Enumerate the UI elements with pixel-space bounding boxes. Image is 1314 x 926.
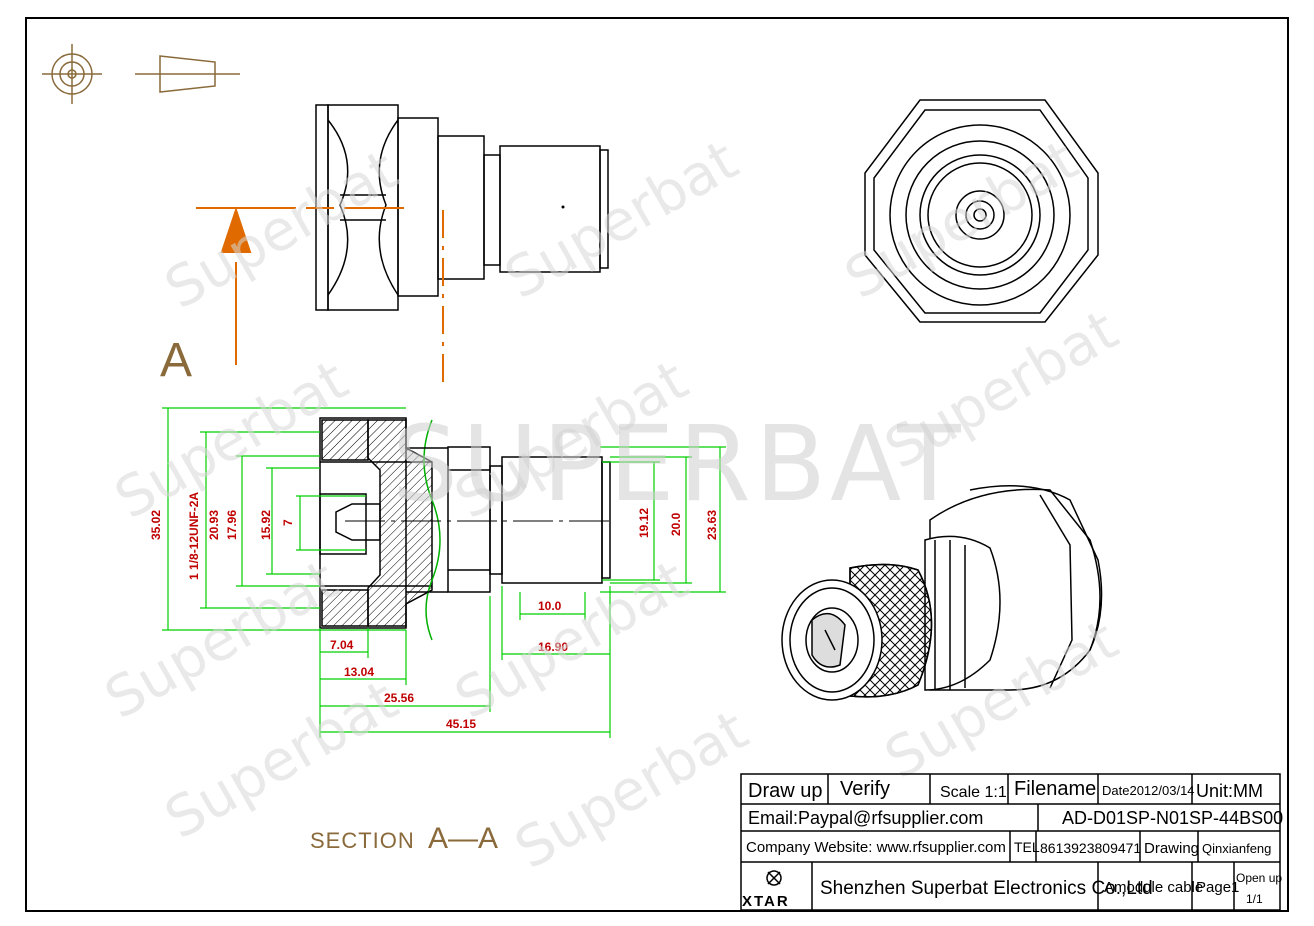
svg-text:SUPERBAT: SUPERBAT bbox=[392, 403, 965, 525]
svg-text:Superbat: Superbat bbox=[445, 548, 699, 732]
dimension-lines bbox=[162, 407, 726, 738]
section-marker-letter: A bbox=[160, 334, 192, 387]
tb-open-up: Open up bbox=[1236, 871, 1282, 885]
tb-drawing-label: Drawing bbox=[1144, 840, 1199, 857]
dim-d6: 7 bbox=[281, 519, 295, 526]
dim-d12: 16.90 bbox=[538, 640, 568, 654]
dim-d9: 23.63 bbox=[705, 510, 719, 540]
tb-scale: Scale 1:1 bbox=[940, 784, 1007, 801]
front-view bbox=[864, 99, 1099, 323]
dim-d4: 17.96 bbox=[225, 510, 239, 540]
svg-text:Superbat: Superbat bbox=[155, 668, 409, 852]
tb-filename: Filename bbox=[1014, 778, 1096, 800]
tb-draw-up: Draw up bbox=[748, 780, 822, 802]
dim-d10: 10.0 bbox=[538, 599, 562, 613]
tb-tel-label: TEL bbox=[1014, 839, 1040, 855]
dim-d7: 19.12 bbox=[637, 508, 651, 538]
svg-text:Superbat: Superbat bbox=[95, 548, 349, 732]
tb-type: Amodule cable bbox=[1104, 879, 1203, 896]
tb-website: Company Website: www.rfsupplier.com bbox=[746, 839, 1006, 856]
dim-d2: 1 1/8-12UNF-2A bbox=[187, 492, 201, 580]
tb-unit: Unit:MM bbox=[1196, 781, 1263, 801]
section-line bbox=[196, 206, 444, 385]
dim-d14: 25.56 bbox=[384, 691, 414, 705]
tb-open-up-val: 1/1 bbox=[1246, 892, 1263, 906]
tb-tel: 8613923809471 bbox=[1040, 840, 1141, 856]
svg-text:Superbat: Superbat bbox=[835, 128, 1089, 312]
svg-text:Superbat: Superbat bbox=[155, 138, 409, 322]
section-label-name: A—A bbox=[428, 822, 498, 855]
svg-text:Superbat: Superbat bbox=[495, 128, 749, 312]
dim-d3: 20.93 bbox=[207, 510, 221, 540]
section-view bbox=[319, 417, 611, 641]
tb-part-no: AD-D01SP-N01SP-44BS00 bbox=[1062, 808, 1283, 828]
dim-d13: 13.04 bbox=[344, 665, 374, 679]
dim-d1: 35.02 bbox=[149, 510, 163, 540]
dim-d15: 45.15 bbox=[446, 717, 476, 731]
section-label-prefix: SECTION bbox=[310, 828, 415, 853]
dim-d8: 20.0 bbox=[669, 512, 683, 536]
title-block bbox=[740, 773, 1281, 911]
tb-email: Email:Paypal@rfsupplier.com bbox=[748, 808, 983, 828]
tb-drawer: Qinxianfeng bbox=[1202, 841, 1271, 856]
xtar-logo-icon bbox=[766, 870, 782, 886]
projection-symbol bbox=[42, 44, 240, 104]
dim-d11: 7.04 bbox=[330, 638, 354, 652]
tb-page: Page1 bbox=[1196, 879, 1239, 896]
tb-logo: XTAR bbox=[742, 893, 790, 910]
tb-company: Shenzhen Superbat Electronics Co.,Ltd bbox=[820, 878, 1153, 899]
drawing-frame bbox=[25, 17, 1289, 912]
dim-d5: 15.92 bbox=[259, 510, 273, 540]
tb-verify: Verify bbox=[840, 778, 890, 800]
tb-date: Date2012/03/14 bbox=[1102, 783, 1195, 798]
isometric-view bbox=[781, 485, 1103, 701]
svg-text:Superbat: Superbat bbox=[505, 698, 759, 882]
